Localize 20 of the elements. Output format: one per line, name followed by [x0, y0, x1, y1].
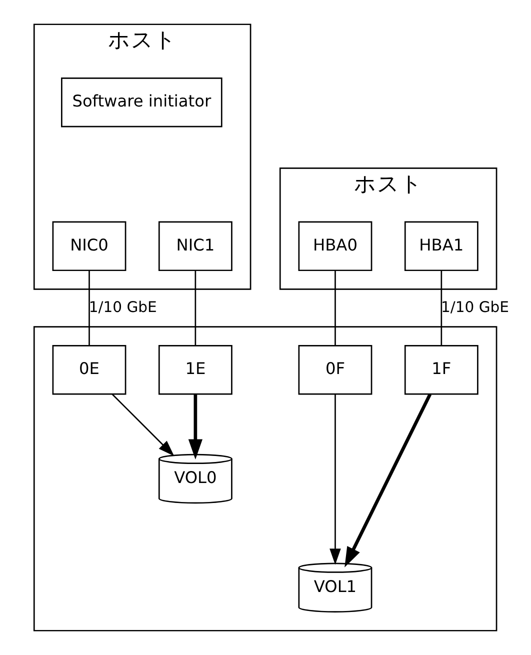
- connector: [440, 270, 442, 346]
- edge-label: 1/10 GbE: [88, 298, 156, 316]
- node-box: 0F: [298, 344, 372, 395]
- node-box: 1E: [158, 344, 232, 395]
- arrow: [344, 393, 432, 568]
- connector: [88, 270, 90, 346]
- node-box: NIC1: [158, 221, 232, 272]
- node-box: 0E: [52, 344, 126, 395]
- node-box: HBA0: [298, 221, 372, 272]
- arrow: [111, 394, 174, 456]
- connector: [194, 270, 196, 346]
- node-box: Software initiator: [60, 77, 222, 128]
- node-box: HBA1: [404, 221, 478, 272]
- node-box: 1F: [404, 344, 478, 395]
- node-box: NIC0: [52, 221, 126, 272]
- arrow: [188, 394, 202, 460]
- edge-label: 1/10 GbE: [440, 298, 509, 316]
- cluster: [32, 326, 497, 632]
- connector: [334, 270, 336, 346]
- arrow: [329, 394, 340, 565]
